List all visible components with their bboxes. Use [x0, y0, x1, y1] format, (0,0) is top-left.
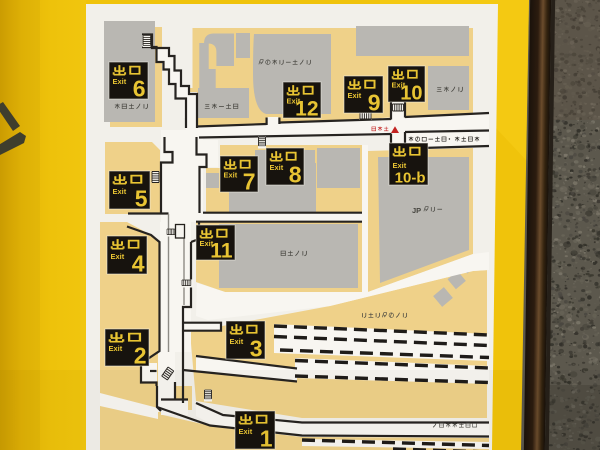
svg-text:JP: JP — [412, 206, 421, 215]
svg-text:1: 1 — [260, 426, 273, 450]
svg-text:5: 5 — [135, 186, 148, 212]
svg-text:Exit: Exit — [111, 252, 125, 261]
svg-text:Exit: Exit — [113, 77, 127, 86]
svg-text:9: 9 — [368, 90, 381, 116]
svg-text:7: 7 — [243, 169, 256, 195]
svg-text:Exit: Exit — [239, 427, 253, 436]
svg-text:Exit: Exit — [200, 239, 214, 248]
svg-text:Exit: Exit — [230, 337, 244, 346]
svg-text:Exit: Exit — [109, 344, 123, 353]
svg-text:Exit: Exit — [348, 91, 362, 100]
svg-text:8: 8 — [289, 162, 302, 188]
svg-text:12: 12 — [295, 98, 318, 121]
svg-text:Exit: Exit — [393, 161, 407, 170]
svg-text:Exit: Exit — [224, 171, 238, 180]
svg-text:Exit: Exit — [392, 81, 406, 90]
svg-text:2: 2 — [134, 343, 147, 369]
svg-text:Exit: Exit — [270, 163, 284, 172]
svg-text:Exit: Exit — [287, 97, 301, 106]
svg-text:11: 11 — [210, 240, 233, 263]
svg-text:Exit: Exit — [113, 187, 127, 196]
svg-text:10: 10 — [400, 83, 422, 105]
svg-text:3: 3 — [250, 336, 263, 362]
svg-text:4: 4 — [132, 251, 145, 277]
svg-text:6: 6 — [133, 76, 146, 102]
svg-text:10-b: 10-b — [395, 170, 426, 187]
